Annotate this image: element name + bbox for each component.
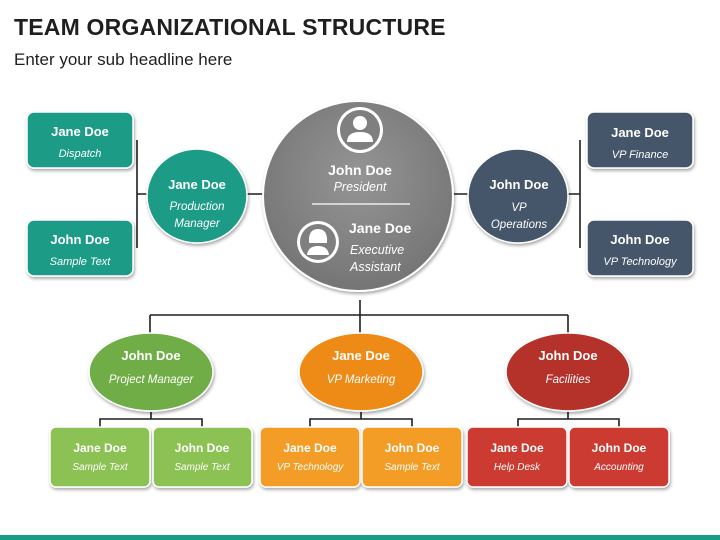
node-name: Jane Doe [332, 348, 390, 363]
box-name: Jane Doe [490, 441, 544, 455]
assistant-role-line-2: Assistant [349, 260, 401, 274]
connector-dept3-boxes [517, 412, 620, 427]
node-role: President [334, 180, 387, 194]
box-name: John Doe [175, 441, 230, 455]
dept1-box-1[interactable]: Jane Doe Sample Text [49, 426, 151, 488]
connector-left-boxes [136, 140, 147, 248]
box-name: John Doe [385, 441, 440, 455]
node-role-line-2: Manager [174, 218, 221, 230]
box-name: John Doe [592, 441, 647, 455]
box-role: Accounting [593, 462, 644, 473]
president-node[interactable]: John Doe President Jane Doe Executive As… [262, 100, 454, 292]
dept1-box-2[interactable]: John Doe Sample Text [152, 426, 253, 488]
page-title: TEAM ORGANIZATIONAL STRUCTURE [14, 14, 446, 40]
connector-dept-bar [149, 314, 569, 334]
dept3-box-2[interactable]: John Doe Accounting [568, 426, 670, 488]
node-name: John Doe [489, 177, 548, 192]
left-box-dispatch[interactable]: Jane Doe Dispatch [26, 111, 134, 169]
box-name: Jane Doe [611, 125, 669, 140]
footer-accent-bar [0, 535, 720, 540]
production-manager-node[interactable]: Jane Doe Production Manager [146, 148, 248, 244]
dept-project-manager-node[interactable]: John Doe Project Manager [88, 332, 214, 412]
node-role: Facilities [546, 374, 591, 386]
box-name: Jane Doe [73, 441, 127, 455]
box-role: Dispatch [59, 148, 102, 160]
vp-operations-node[interactable]: John Doe VP Operations [467, 148, 569, 244]
right-box-vp-finance[interactable]: Jane Doe VP Finance [586, 111, 694, 169]
node-name: Jane Doe [168, 177, 226, 192]
node-role-line-2: Operations [491, 219, 548, 231]
connector-dept2-boxes [309, 412, 413, 427]
box-role: Sample Text [384, 462, 440, 473]
node-role-line-1: Production [170, 201, 225, 213]
right-box-vp-technology[interactable]: John Doe VP Technology [586, 219, 694, 277]
box-name: Jane Doe [283, 441, 337, 455]
node-role: Project Manager [109, 374, 195, 386]
box-role: VP Finance [612, 149, 668, 161]
assistant-role-line-1: Executive [350, 243, 404, 257]
dept-facilities-node[interactable]: John Doe Facilities [505, 332, 631, 412]
node-role: VP Marketing [327, 374, 396, 386]
node-name: John Doe [538, 348, 597, 363]
box-role: VP Technology [277, 462, 345, 473]
node-role-line-1: VP [511, 202, 527, 214]
dept-vp-marketing-node[interactable]: Jane Doe VP Marketing [298, 332, 424, 412]
box-role: Sample Text [174, 462, 230, 473]
box-name: John Doe [50, 232, 109, 247]
box-role: VP Technology [603, 256, 678, 268]
assistant-name: Jane Doe [349, 220, 411, 236]
dept2-box-1[interactable]: Jane Doe VP Technology [259, 426, 361, 488]
box-role: Help Desk [494, 462, 541, 473]
node-name: John Doe [328, 162, 392, 178]
connector-lines [99, 140, 620, 427]
person-avatar-icon [337, 107, 383, 153]
box-name: John Doe [610, 232, 669, 247]
box-role: Sample Text [50, 256, 112, 268]
box-name: Jane Doe [51, 124, 109, 139]
female-avatar-icon [297, 221, 339, 263]
connector-dept1-boxes [99, 412, 203, 427]
dept3-box-1[interactable]: Jane Doe Help Desk [466, 426, 568, 488]
dept2-box-2[interactable]: John Doe Sample Text [361, 426, 463, 488]
page-subtitle: Enter your sub headline here [14, 50, 233, 69]
node-name: John Doe [121, 348, 180, 363]
left-box-sample-text[interactable]: John Doe Sample Text [26, 219, 134, 277]
box-role: Sample Text [72, 462, 128, 473]
